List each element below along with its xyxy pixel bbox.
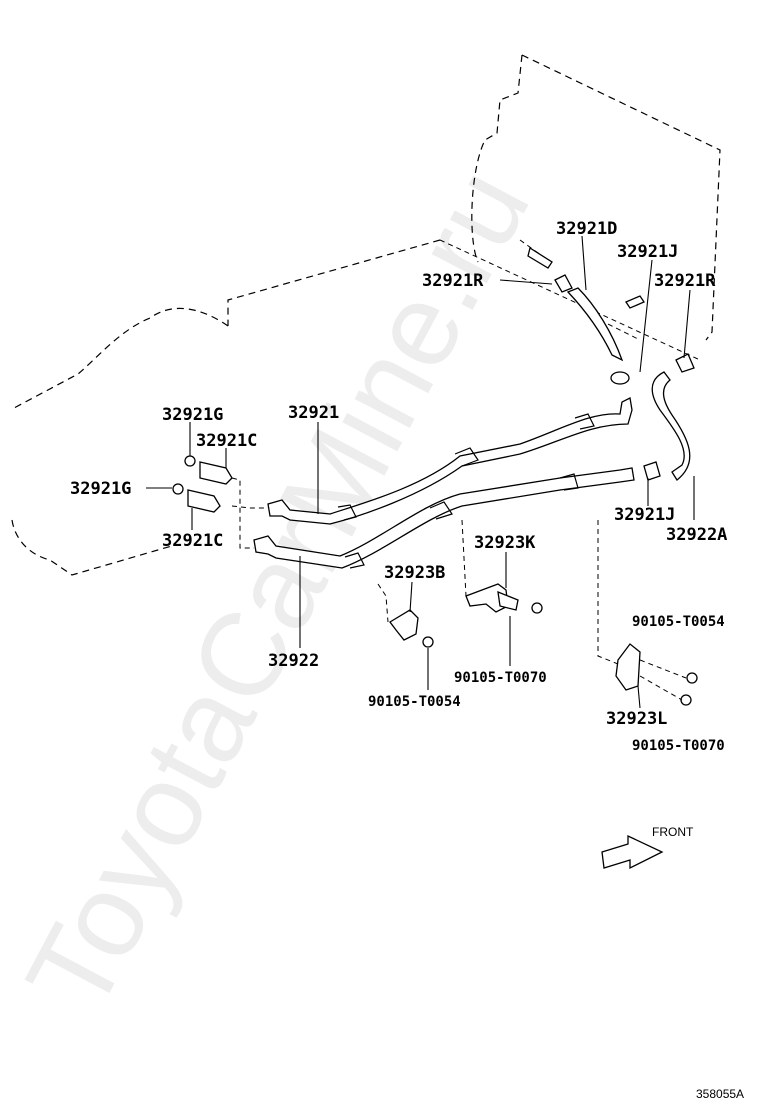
label-32921G-left: 32921G (70, 479, 131, 499)
label-32923K: 32923K (474, 533, 536, 553)
label-32921C-top: 32921C (196, 431, 257, 451)
label-90105-T0070-mid: 90105-T0070 (454, 670, 547, 686)
clamp-32923B (377, 583, 434, 648)
part-labels: 32921D 32921J 32921R 32921R 32921G 32921… (70, 219, 727, 754)
figure-code: 358055A (696, 1087, 744, 1101)
clamp-32923L (597, 520, 698, 706)
label-32921R-right: 32921R (654, 271, 716, 291)
hose-32921D (527, 246, 645, 385)
label-32921R-left: 32921R (422, 271, 484, 291)
label-32921J-bottom: 32921J (614, 505, 675, 525)
hose-32922A (643, 353, 695, 481)
label-32921: 32921 (288, 403, 339, 423)
label-32923L: 32923L (606, 709, 667, 729)
pipe-32922 (253, 467, 635, 569)
label-32922A: 32922A (666, 525, 727, 545)
label-32923B: 32923B (384, 563, 445, 583)
label-32921D: 32921D (556, 219, 617, 239)
fittings-32921C (172, 455, 268, 549)
label-32921C-bottom: 32921C (162, 531, 223, 551)
front-label: FRONT (652, 825, 694, 839)
label-90105-T0070-right: 90105-T0070 (632, 738, 725, 754)
label-32922: 32922 (268, 651, 319, 671)
label-90105-T0054-right: 90105-T0054 (632, 614, 725, 630)
leader-lines (146, 235, 695, 709)
label-90105-T0054-left: 90105-T0054 (368, 694, 461, 710)
front-arrow: FRONT (601, 825, 694, 870)
clamp-32923K (461, 519, 543, 614)
label-32921J-top: 32921J (617, 242, 678, 262)
transmission-outline (11, 54, 721, 576)
pipe-32921 (267, 397, 633, 525)
label-32921G-top: 32921G (162, 405, 223, 425)
